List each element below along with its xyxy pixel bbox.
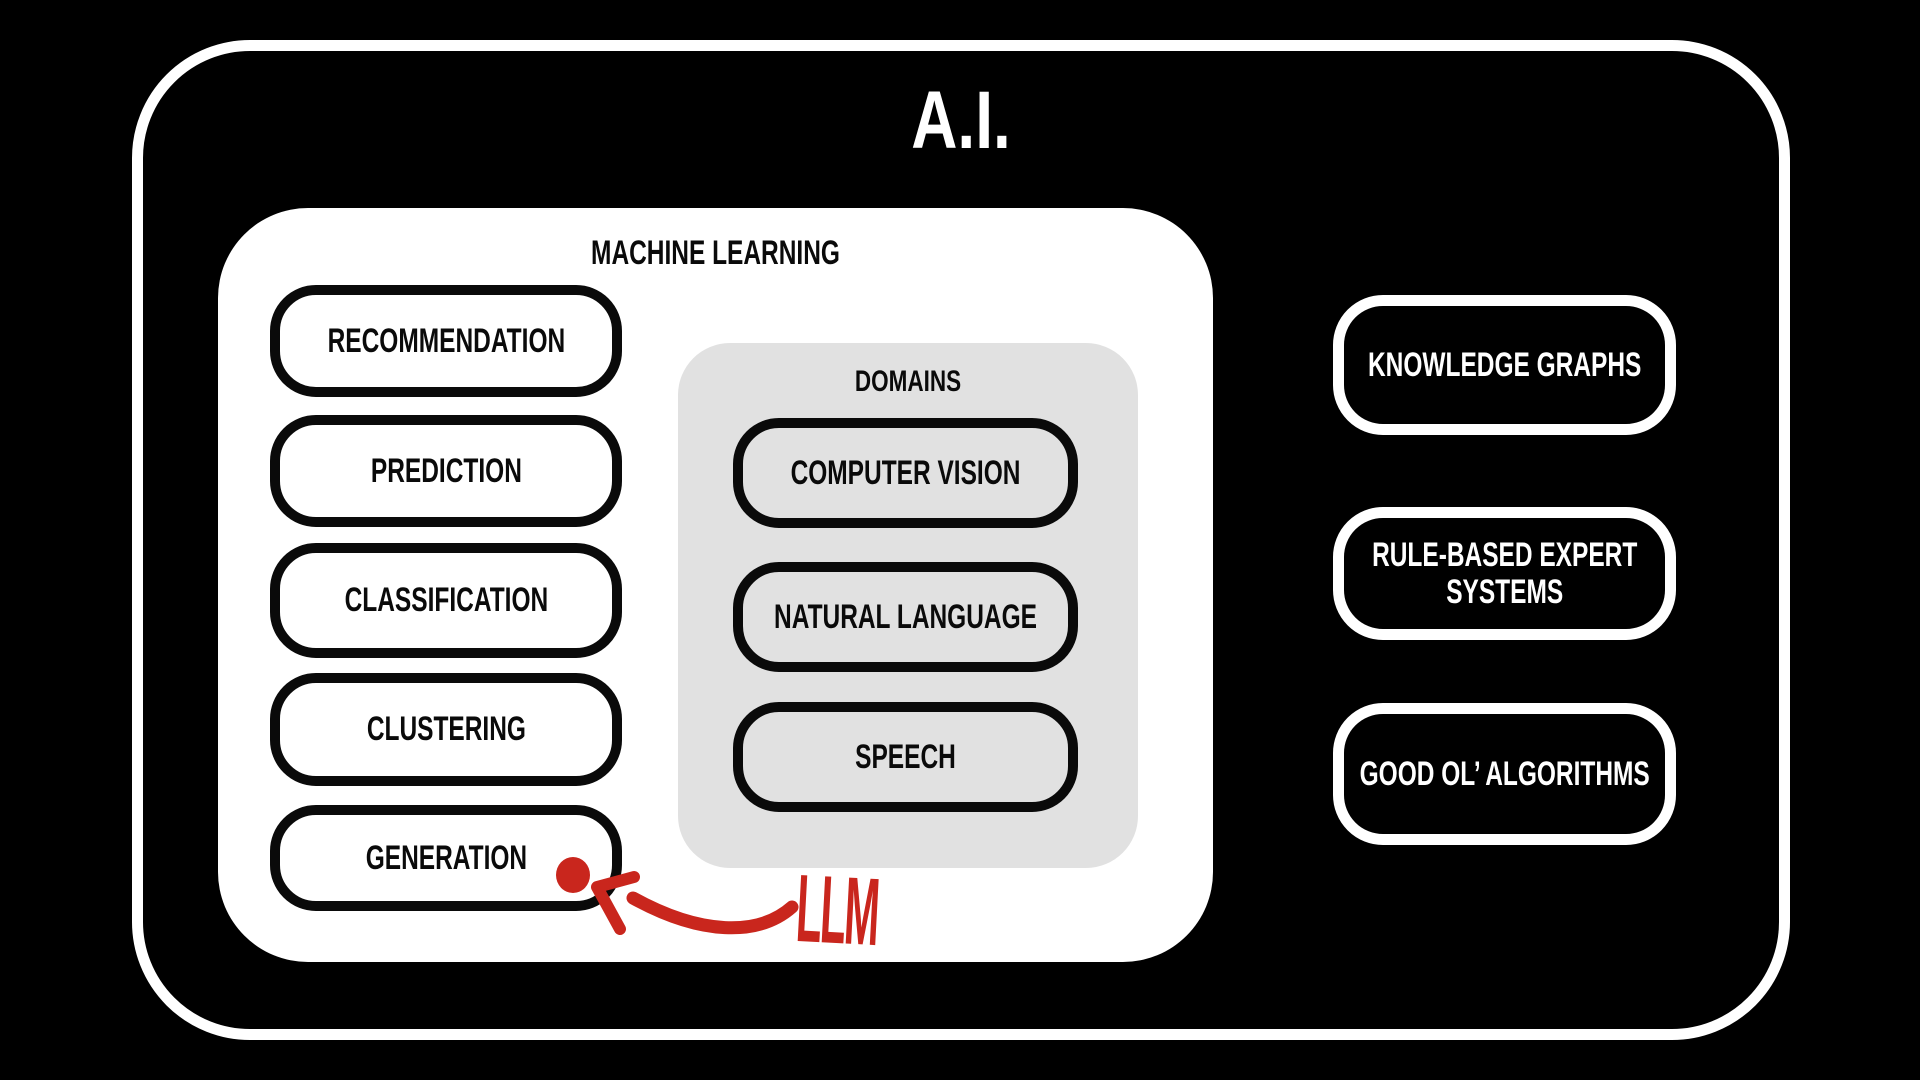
- pill-label: RULE-BASED EXPERT SYSTEMS: [1371, 536, 1638, 611]
- ai-title: A.I.: [911, 75, 1011, 166]
- pill-knowledge-graphs: KNOWLEDGE GRAPHS: [1333, 295, 1676, 435]
- domains-title: DOMAINS: [854, 365, 962, 398]
- pill-label: GOOD OL’ ALGORITHMS: [1359, 754, 1650, 793]
- pill-classification: CLASSIFICATION: [270, 543, 622, 658]
- pill-clustering: CLUSTERING: [270, 673, 622, 786]
- pill-rule-based-expert-systems: RULE-BASED EXPERT SYSTEMS: [1333, 507, 1676, 640]
- pill-generation: GENERATION: [270, 805, 622, 911]
- llm-label: LLM: [793, 855, 881, 967]
- pill-label: COMPUTER VISION: [790, 453, 1021, 492]
- pill-label: CLUSTERING: [366, 710, 526, 749]
- pill-label: GENERATION: [365, 838, 527, 877]
- pill-good-ol-algorithms: GOOD OL’ ALGORITHMS: [1333, 703, 1676, 845]
- pill-recommendation: RECOMMENDATION: [270, 285, 622, 397]
- pill-label: KNOWLEDGE GRAPHS: [1367, 345, 1642, 384]
- pill-label: CLASSIFICATION: [344, 581, 548, 620]
- pill-speech: SPEECH: [733, 702, 1078, 812]
- machine-learning-title: MACHINE LEARNING: [591, 234, 840, 272]
- pill-label: SPEECH: [855, 737, 956, 776]
- pill-prediction: PREDICTION: [270, 415, 622, 527]
- domains-box: DOMAINS COMPUTER VISION NATURAL LANGUAGE…: [678, 343, 1138, 868]
- pill-natural-language: NATURAL LANGUAGE: [733, 562, 1078, 672]
- pill-label: PREDICTION: [370, 451, 522, 490]
- pill-label: RECOMMENDATION: [327, 321, 565, 360]
- pill-label: NATURAL LANGUAGE: [774, 597, 1037, 636]
- machine-learning-box: MACHINE LEARNING RECOMMENDATION PREDICTI…: [218, 208, 1213, 962]
- pill-computer-vision: COMPUTER VISION: [733, 418, 1078, 528]
